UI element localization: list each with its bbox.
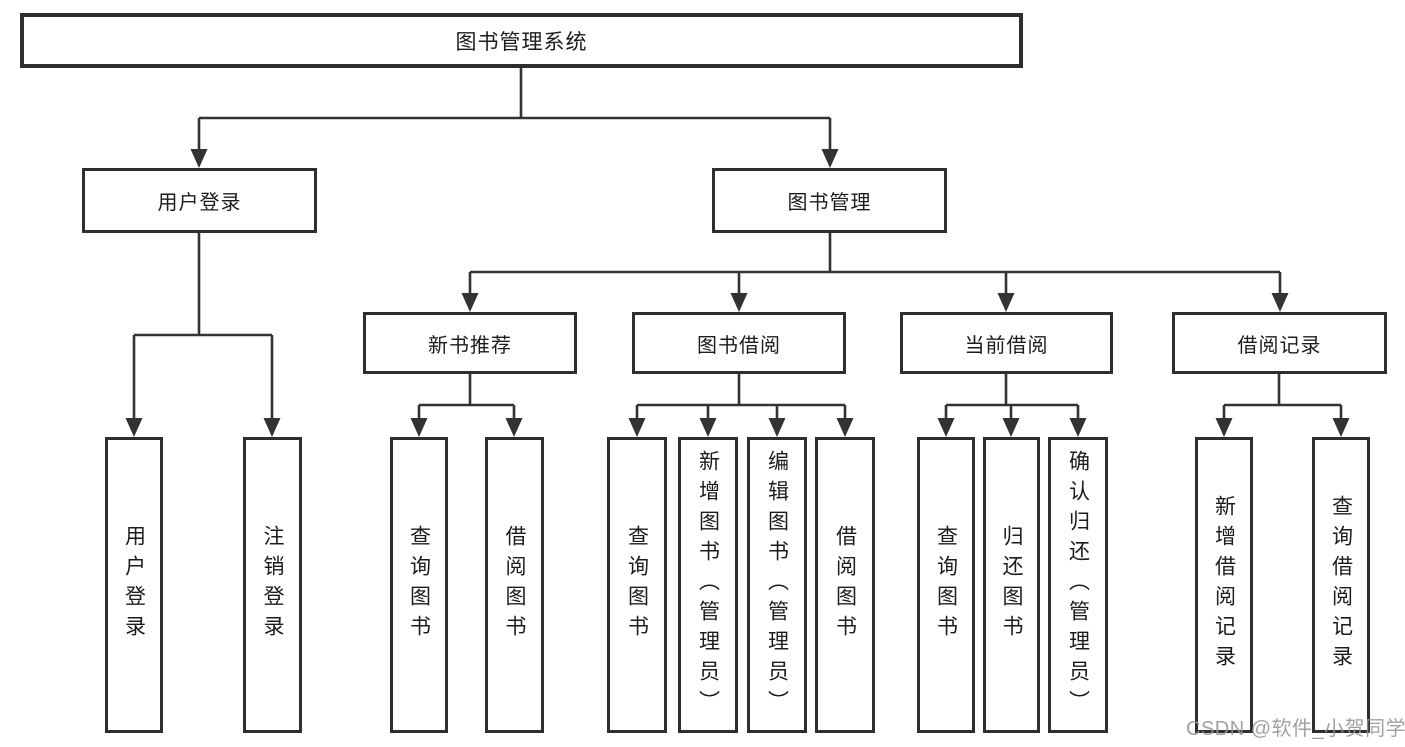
node-label: 用户登录	[122, 525, 146, 645]
node-label: 查询图书	[625, 525, 649, 645]
node-leaf-query-books-1: 查询图书	[390, 437, 448, 733]
node-label: 查询借阅记录	[1329, 495, 1353, 675]
node-label: 归还图书	[1000, 525, 1023, 645]
node-label: 查询图书	[934, 525, 958, 645]
node-label: 注销登录	[261, 525, 284, 645]
node-label: 借阅图书	[503, 525, 526, 645]
node-leaf-user-login: 用户登录	[105, 437, 163, 733]
node-library-management-system: 图书管理系统	[20, 13, 1023, 68]
node-leaf-edit-books-admin: 编辑图书（管理员）	[747, 437, 807, 733]
node-leaf-logout: 注销登录	[243, 437, 302, 733]
csdn-watermark: CSDN @软件_小贺同学	[1186, 718, 1405, 740]
arrowheads	[125, 149, 1350, 437]
node-leaf-borrow-books-1: 借阅图书	[485, 437, 544, 733]
node-label: 确认归还（管理员）	[1066, 450, 1090, 720]
node-leaf-confirm-return-admin: 确认归还（管理员）	[1048, 437, 1108, 733]
node-label: 编辑图书（管理员）	[765, 450, 789, 720]
node-borrowing-records: 借阅记录	[1172, 312, 1387, 374]
node-leaf-add-borrow-record: 新增借阅记录	[1195, 437, 1253, 733]
node-current-borrowing: 当前借阅	[900, 312, 1113, 374]
node-leaf-query-borrow-record: 查询借阅记录	[1312, 437, 1370, 733]
node-label: 新增借阅记录	[1212, 495, 1236, 675]
node-book-management: 图书管理	[712, 168, 947, 233]
node-user-login: 用户登录	[82, 168, 317, 233]
node-leaf-add-books-admin: 新增图书（管理员）	[678, 437, 738, 733]
node-label: 新增图书（管理员）	[696, 450, 720, 720]
node-leaf-query-books-3: 查询图书	[917, 437, 975, 733]
node-label: 查询图书	[407, 525, 431, 645]
node-label: 借阅图书	[833, 525, 857, 645]
node-leaf-return-books: 归还图书	[983, 437, 1040, 733]
node-new-book-recommend: 新书推荐	[363, 312, 577, 374]
node-book-borrowing: 图书借阅	[632, 312, 846, 374]
node-leaf-borrow-books-2: 借阅图书	[815, 437, 875, 733]
tree-edges	[132, 68, 1343, 421]
node-leaf-query-books-2: 查询图书	[607, 437, 667, 733]
